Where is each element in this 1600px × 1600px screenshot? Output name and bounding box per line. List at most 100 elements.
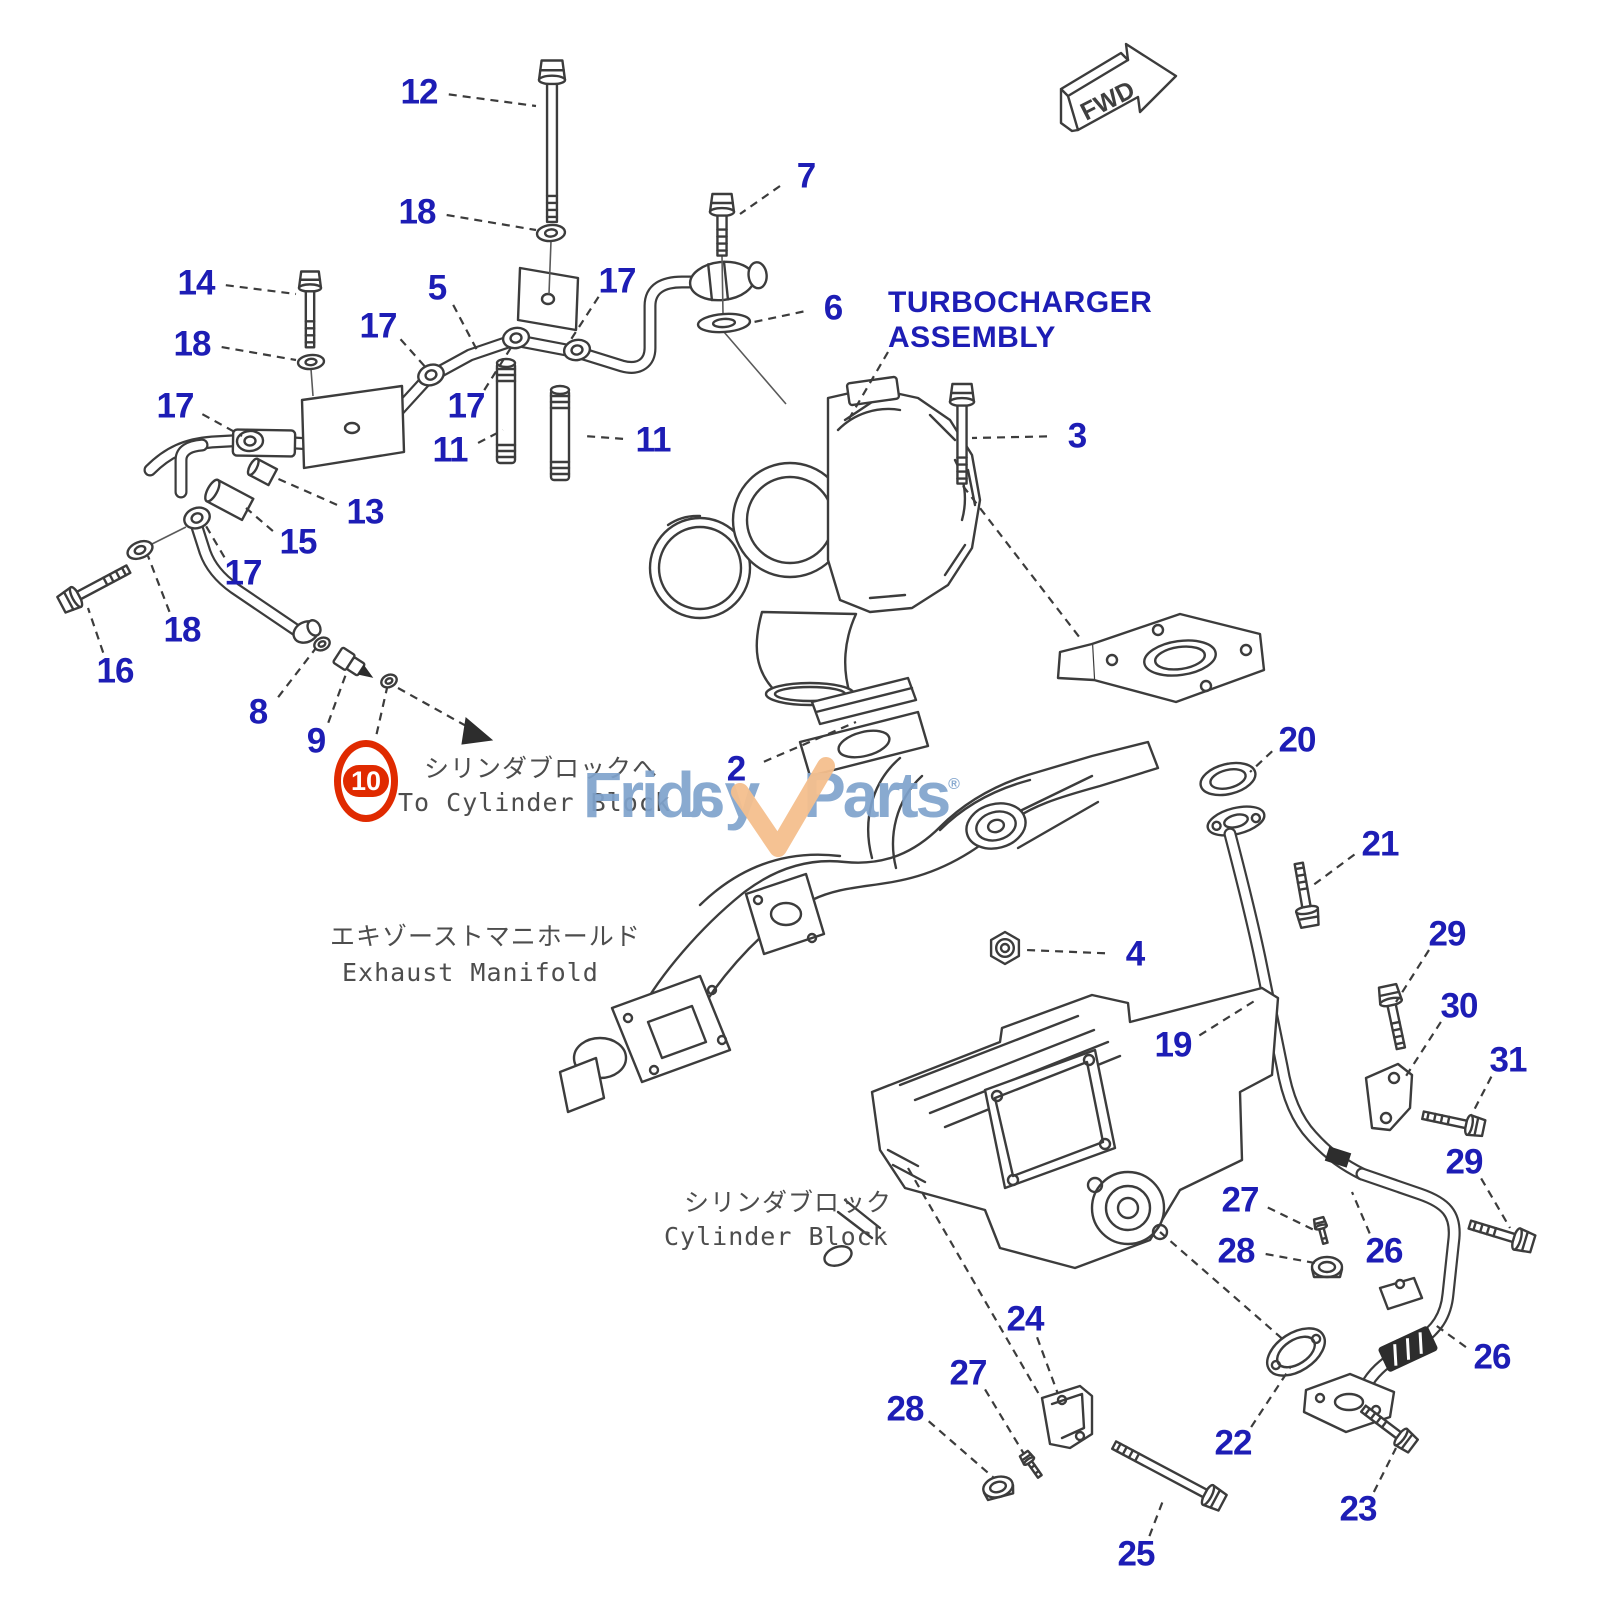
callout-7: 7 xyxy=(796,156,816,196)
leader-line xyxy=(205,525,226,558)
callout-20: 20 xyxy=(1278,720,1317,760)
turbo-label-line2: ASSEMBLY xyxy=(888,320,1056,354)
fwd-text: FWD xyxy=(1076,76,1139,127)
leader-line xyxy=(583,434,624,440)
turbo-label-line1: TURBOCHARGER xyxy=(888,286,1153,319)
leader-line xyxy=(1148,1497,1166,1537)
washer-drawing xyxy=(126,539,154,561)
leader-lines-layer xyxy=(86,93,1511,1537)
leader-line xyxy=(763,720,857,763)
leader-line xyxy=(1250,1367,1291,1428)
stud-drawing xyxy=(549,384,571,482)
bolt-drawing xyxy=(1312,1215,1329,1246)
callout-27: 27 xyxy=(1221,1180,1260,1220)
bolt-drawing xyxy=(1359,1404,1419,1454)
callout-number: 10 xyxy=(343,765,389,797)
leader-line xyxy=(984,1388,1025,1455)
callout-18: 18 xyxy=(163,610,202,650)
callout-31: 31 xyxy=(1489,1040,1528,1080)
callout-26: 26 xyxy=(1365,1231,1404,1271)
leader-line xyxy=(1198,999,1257,1037)
pipe-eye-fitting-drawing xyxy=(501,326,531,350)
leader-line xyxy=(483,345,513,391)
spacer-drawing xyxy=(246,457,279,487)
stud-drawing xyxy=(495,357,517,465)
bolt-drawing xyxy=(1467,1219,1537,1254)
leader-line xyxy=(1405,1021,1442,1077)
oil-return-pipe-drawing xyxy=(1040,1062,1461,1450)
leader-line xyxy=(86,607,105,653)
callout-17: 17 xyxy=(598,261,637,301)
callout-9: 9 xyxy=(306,721,326,761)
leader-line xyxy=(448,93,537,108)
callout-18: 18 xyxy=(173,324,212,364)
nut-drawing xyxy=(989,930,1021,966)
callout-4: 4 xyxy=(1125,934,1145,974)
leader-line xyxy=(927,1420,995,1479)
leader-line xyxy=(201,413,243,437)
leader-line xyxy=(1311,853,1356,887)
callout-11: 11 xyxy=(635,420,672,460)
turbocharger-drawing xyxy=(648,255,982,707)
leader-line xyxy=(971,435,1048,440)
pipe-eye-fitting-drawing xyxy=(562,338,592,362)
annotation-jp: シリンダブロックへ xyxy=(424,754,659,783)
callout-24: 24 xyxy=(1006,1299,1045,1339)
callout-19: 19 xyxy=(1154,1025,1193,1065)
callout-17: 17 xyxy=(359,306,398,346)
leader-line xyxy=(1265,1252,1316,1265)
bolt-drawing xyxy=(1018,1449,1043,1479)
annotation-en: To Cylinder Block xyxy=(398,788,671,817)
bolt-drawing xyxy=(708,192,736,257)
leader-line xyxy=(753,310,804,324)
leader-line xyxy=(1025,948,1106,955)
bolt-drawing xyxy=(948,382,976,485)
bolt-drawing xyxy=(537,59,567,224)
leader-line xyxy=(146,555,171,613)
annotation-en: Cylinder Block xyxy=(664,1222,889,1251)
leader-line xyxy=(1480,1177,1511,1229)
callout-12: 12 xyxy=(400,72,439,112)
callout-15: 15 xyxy=(279,522,318,562)
callout-30: 30 xyxy=(1440,986,1479,1026)
callout-21: 21 xyxy=(1361,824,1400,864)
leader-line xyxy=(446,213,537,232)
callout-5: 5 xyxy=(427,268,447,308)
highlighted-callout-10: 10 xyxy=(334,740,398,822)
leader-line xyxy=(1433,1323,1467,1349)
annotation-jp: エキゾーストマニホールド xyxy=(330,922,641,951)
leader-line xyxy=(225,284,297,296)
grommet-drawing xyxy=(982,1475,1015,1502)
leader-line xyxy=(1350,1191,1371,1234)
cylinder-block-drawing xyxy=(823,986,1280,1270)
leader-line xyxy=(327,673,348,724)
exhaust-manifold-drawing xyxy=(558,612,1266,1114)
bolt-drawing xyxy=(1421,1110,1487,1138)
leader-line xyxy=(273,475,338,506)
bolt-drawing xyxy=(1110,1440,1228,1512)
callout-27: 27 xyxy=(949,1353,988,1393)
leader-line xyxy=(1395,949,1430,1003)
leader-line xyxy=(1036,1336,1060,1395)
leader-line xyxy=(477,429,504,444)
annotation-en: Exhaust Manifold xyxy=(342,958,599,987)
watermark-registered-mark: ® xyxy=(948,776,960,793)
pipe-eye-fitting-drawing xyxy=(183,506,211,530)
callout-13: 13 xyxy=(346,492,385,532)
callout-17: 17 xyxy=(447,386,486,426)
callout-28: 28 xyxy=(1217,1231,1256,1271)
callout-11: 11 xyxy=(432,430,469,470)
leader-line xyxy=(221,345,297,362)
leader-line xyxy=(399,338,429,371)
washer-drawing xyxy=(696,312,752,334)
grommet-drawing xyxy=(1310,1255,1344,1279)
leader-line xyxy=(567,296,600,345)
bolt-drawing xyxy=(56,564,132,614)
leader-line xyxy=(1471,1076,1493,1115)
pipe-eye-fitting-drawing xyxy=(235,429,265,453)
turbocharger-assembly-label: TURBOCHARGER ASSEMBLY xyxy=(888,286,1152,356)
oil-supply-pipe-drawing xyxy=(143,240,768,745)
leader-line xyxy=(375,687,389,735)
